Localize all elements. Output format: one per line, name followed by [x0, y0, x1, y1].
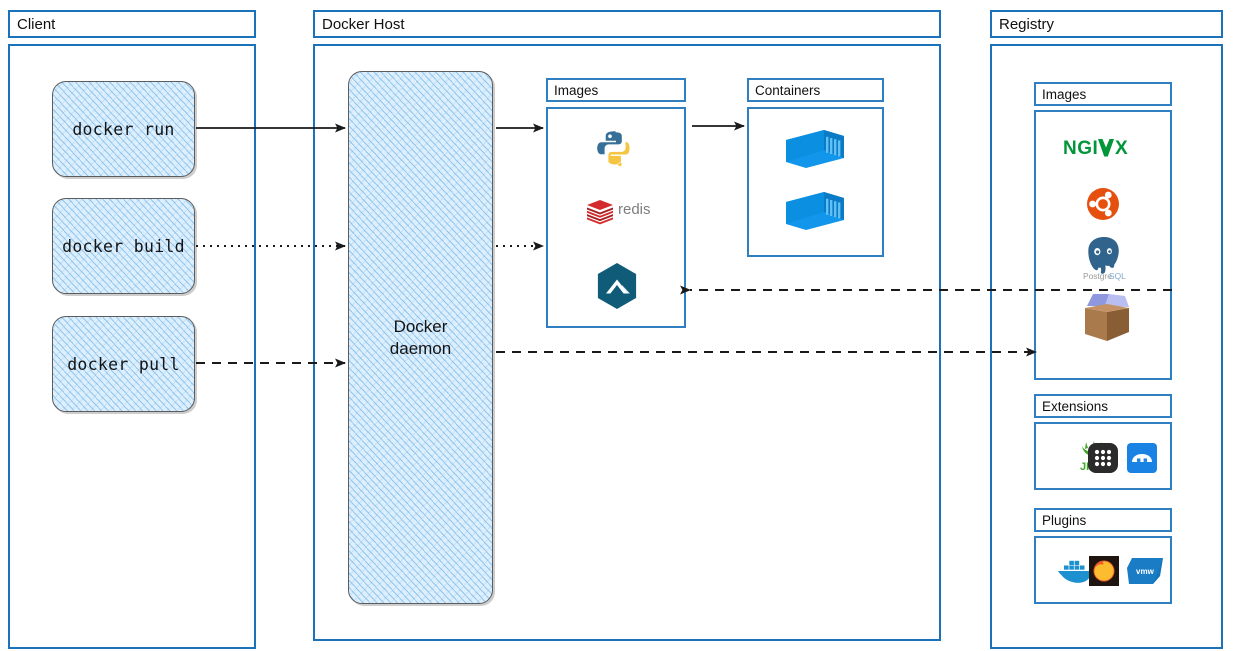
command-box-docker-pull[interactable]: docker pull — [52, 316, 195, 412]
panel-title-docker-host-label: Docker Host — [322, 15, 405, 33]
sub-title-extensions-label: Extensions — [1042, 398, 1109, 414]
sub-title-host-images: Images — [546, 78, 686, 102]
sub-title-registry-images: Images — [1034, 82, 1172, 106]
grafana-logo — [1089, 556, 1119, 586]
panel-title-docker-host: Docker Host — [313, 10, 941, 38]
command-label-docker-run: docker run — [72, 119, 175, 139]
svg-text:NGI: NGI — [1063, 138, 1098, 159]
shipping-container-icon — [786, 130, 844, 168]
redis-logo: redis — [586, 199, 666, 225]
panel-title-registry-label: Registry — [999, 15, 1055, 33]
command-label-docker-pull: docker pull — [67, 354, 180, 374]
svg-text:vmw: vmw — [1136, 567, 1155, 576]
nginx-logo: NGI X — [1063, 138, 1128, 159]
panel-title-client: Client — [8, 10, 256, 38]
sub-title-host-images-label: Images — [554, 82, 599, 98]
sub-title-containers: Containers — [747, 78, 884, 102]
sub-title-containers-label: Containers — [755, 82, 821, 98]
command-box-docker-build[interactable]: docker build — [52, 198, 195, 294]
panel-title-client-label: Client — [17, 15, 56, 33]
command-box-docker-run[interactable]: docker run — [52, 81, 195, 177]
storage-icon — [1127, 443, 1157, 473]
vmware-logo: vmw — [1127, 558, 1163, 584]
sub-title-registry-images-label: Images — [1042, 86, 1087, 102]
svg-text:X: X — [1115, 138, 1128, 159]
svg-text:Postgre: Postgre — [1083, 271, 1112, 281]
package-box-icon — [1085, 294, 1129, 341]
shipping-container-icon — [786, 192, 844, 230]
redis-logo-label: redis — [618, 201, 651, 218]
panel-title-registry: Registry — [990, 10, 1223, 38]
command-label-docker-build: docker build — [62, 236, 185, 256]
postgresql-logo: Postgre SQL — [1083, 237, 1126, 281]
python-logo — [597, 131, 630, 167]
sub-title-plugins: Plugins — [1034, 508, 1172, 532]
sub-body-containers — [747, 107, 884, 257]
sub-title-extensions: Extensions — [1034, 394, 1172, 418]
grid-dots-icon — [1088, 443, 1118, 473]
bitnami-logo — [597, 263, 637, 309]
sub-title-plugins-label: Plugins — [1042, 512, 1087, 528]
svg-text:SQL: SQL — [1109, 271, 1126, 281]
ubuntu-logo — [1087, 188, 1119, 220]
